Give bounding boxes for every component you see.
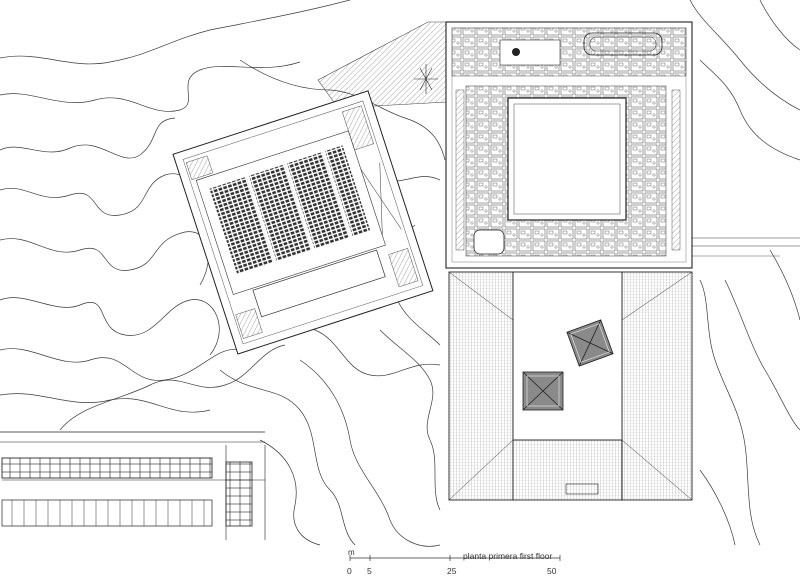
skylights [522, 319, 614, 411]
auditorium-building [172, 90, 434, 355]
scale-tick-5: 5 [367, 566, 372, 576]
roof-wings [448, 271, 693, 501]
drawing-caption: planta primera first floor [463, 551, 553, 561]
existing-building [0, 431, 266, 540]
scale-tick-25: 25 [447, 566, 457, 576]
scale-unit: m [348, 548, 355, 557]
hatched-walkway [317, 21, 448, 109]
office-block [445, 21, 800, 269]
scale-bar [349, 555, 561, 561]
scale-tick-0: 0 [347, 566, 352, 576]
scale-tick-50: 50 [547, 566, 557, 576]
